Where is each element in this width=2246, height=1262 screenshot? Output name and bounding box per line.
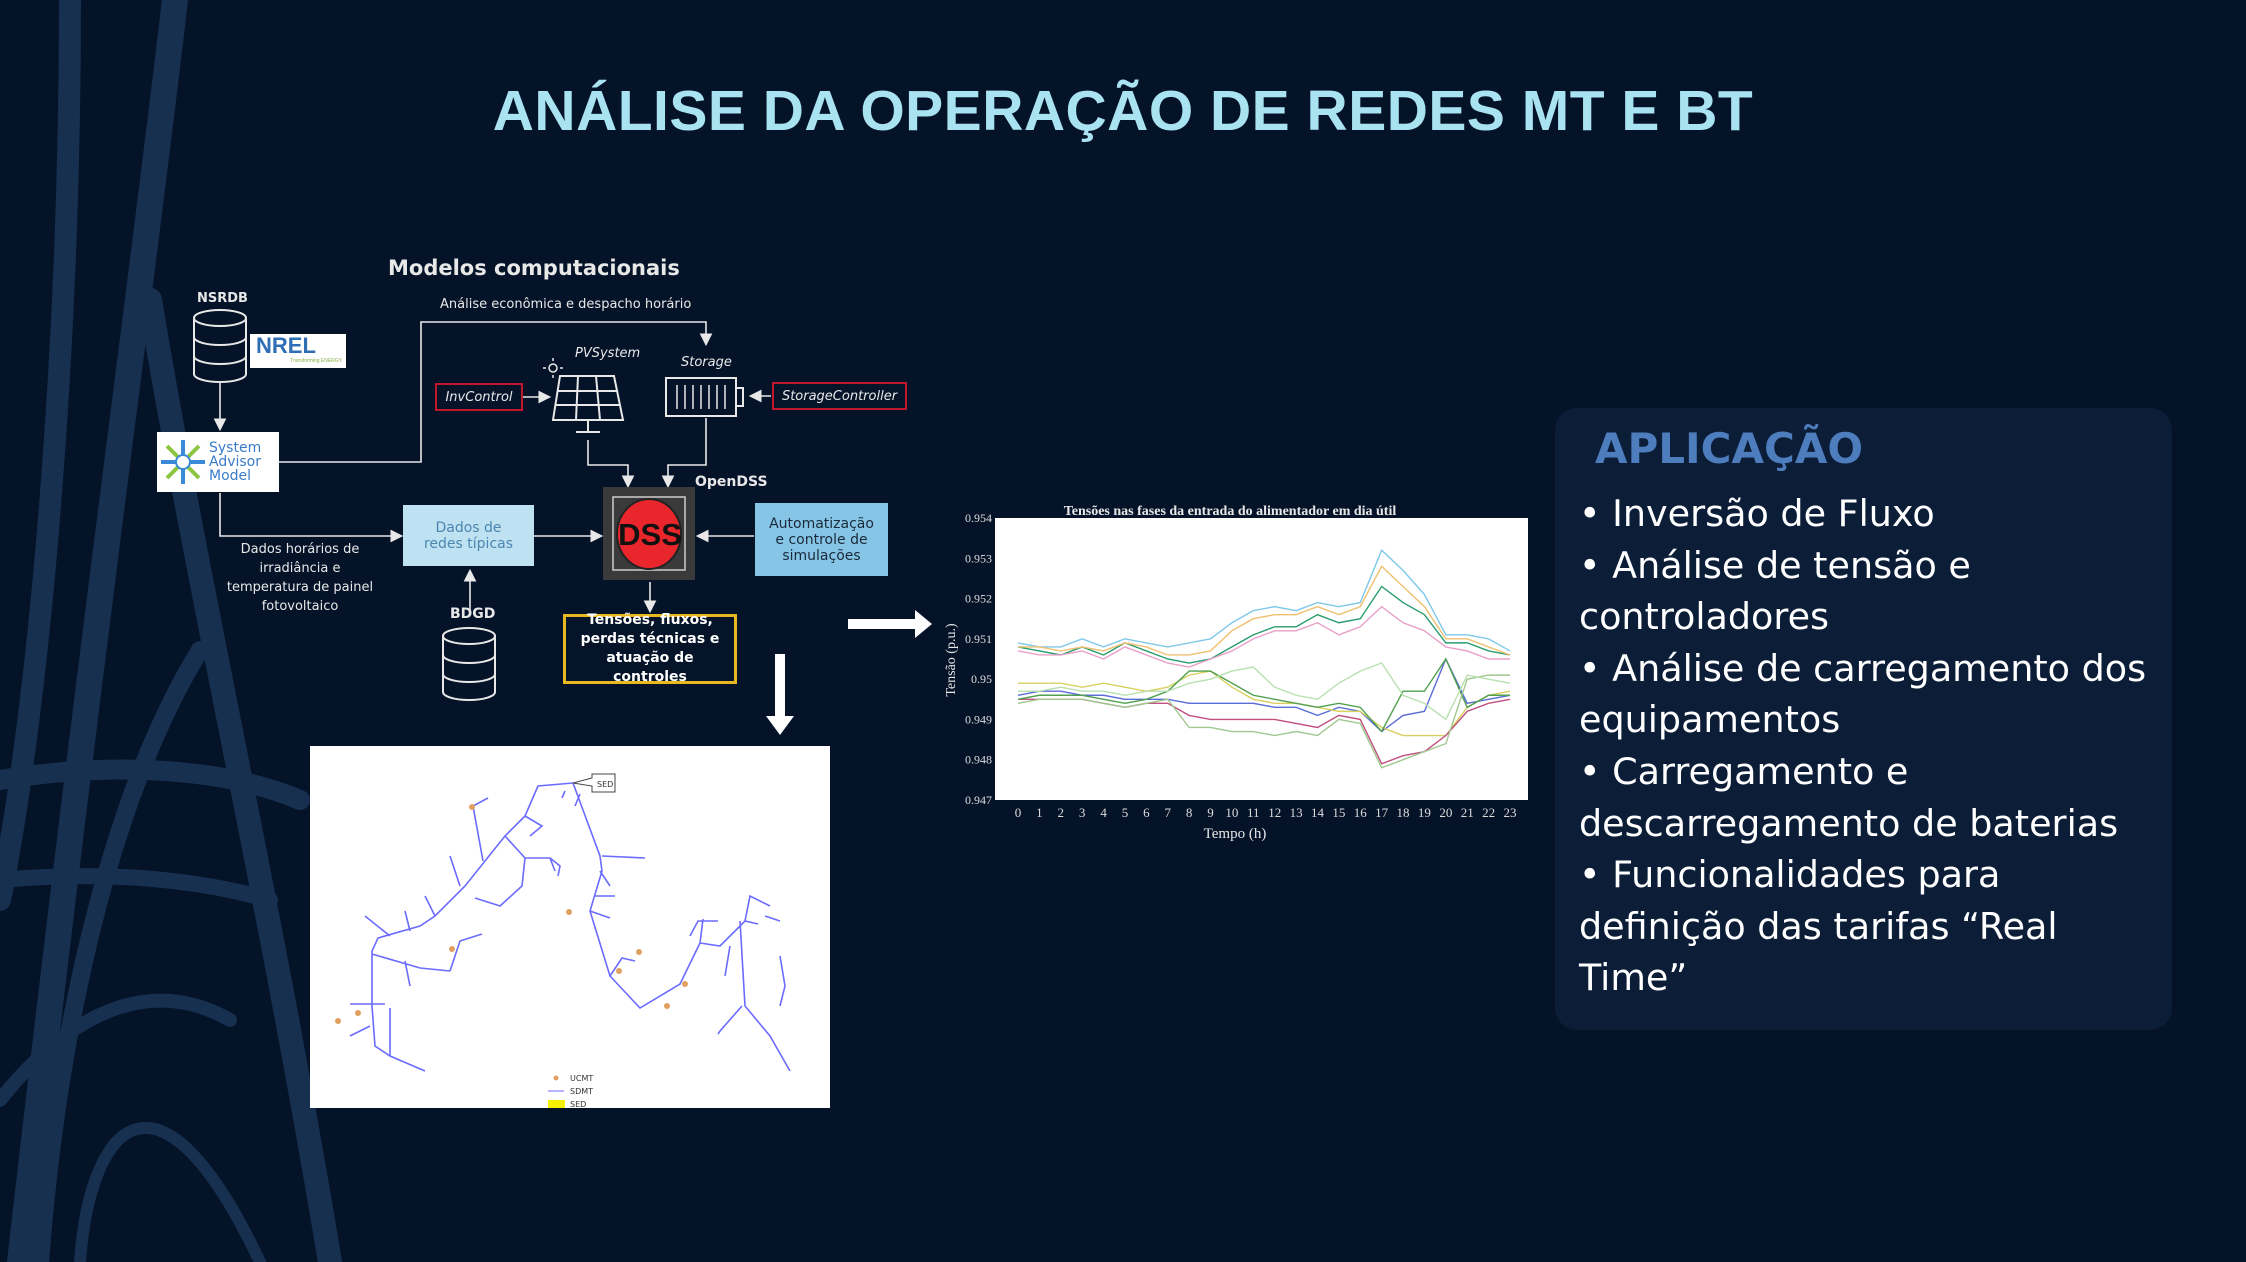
y-tick-label: 0.952: [965, 592, 992, 606]
x-tick-label: 21: [1461, 805, 1474, 820]
pvsystem-label: PVSystem: [575, 346, 641, 361]
diagram-heading: Modelos computacionais: [388, 256, 680, 280]
series-line-s9: [1017, 674, 1510, 769]
x-tick-label: 19: [1418, 805, 1431, 820]
application-title: APLICAÇÃO: [1595, 424, 1864, 473]
series-line-s4: [1018, 565, 1511, 656]
application-item: • Inversão de Fluxo: [1579, 492, 1935, 535]
nsrdb-database-icon: [193, 309, 247, 383]
application-item: • Funcionalidades para definição das tar…: [1579, 853, 2058, 1000]
solar-panel-icon: [551, 375, 625, 433]
series-line-s2: [1017, 549, 1511, 652]
x-tick-label: 2: [1058, 805, 1065, 820]
x-tick-label: 1: [1036, 805, 1043, 820]
results-box: Tensões, fluxos, perdas técnicas e atuaç…: [563, 612, 737, 685]
x-tick-label: 12: [1268, 805, 1281, 820]
x-tick-label: 5: [1122, 805, 1129, 820]
storage-label: Storage: [681, 355, 732, 370]
series-line-s5: [1017, 657, 1511, 733]
x-tick-label: 16: [1354, 805, 1368, 820]
invcontrol-box: InvControl: [435, 383, 523, 411]
x-tick-label: 6: [1143, 805, 1150, 820]
application-list: • Inversão de Fluxo • Análise de tensão …: [1579, 488, 2169, 1004]
x-tick-label: 23: [1504, 805, 1517, 820]
legend-sdmt-label: SDMT: [570, 1087, 593, 1096]
y-axis-label: Tensão (p.u.): [944, 623, 959, 697]
ucmt-points: [335, 804, 688, 1024]
legend-sed-marker: [548, 1100, 565, 1108]
plot-area: [995, 518, 1528, 800]
x-tick-label: 13: [1290, 805, 1303, 820]
x-tick-label: 15: [1332, 805, 1345, 820]
network-map: SED UCMT SDMT SED: [310, 746, 830, 1109]
typical-networks-box: Dados de redes típicas: [403, 505, 534, 566]
sam-sunburst-icon: [161, 440, 205, 484]
opendss-chip-icon: [603, 487, 695, 580]
y-tick-label: 0.947: [965, 793, 992, 807]
y-tick-label: 0.949: [965, 712, 992, 726]
x-tick-label: 10: [1225, 805, 1238, 820]
sed-callout: [572, 773, 616, 793]
bdgd-database-icon: [442, 627, 496, 701]
application-item: • Análise de tensão e controladores: [1579, 543, 1971, 639]
network-map-drawing: SED UCMT SDMT SED: [335, 773, 791, 1109]
y-tick-label: 0.951: [965, 632, 992, 646]
x-tick-label: 0: [1015, 805, 1022, 820]
x-tick-label: 9: [1207, 805, 1214, 820]
series-line-s6: [1018, 670, 1511, 737]
battery-icon: [665, 377, 744, 417]
bdgd-label: BDGD: [450, 606, 496, 622]
nrel-logo: NREL Transforming ENERGY: [250, 334, 346, 368]
nsrdb-label: NSRDB: [197, 291, 248, 306]
x-tick-label: 22: [1482, 805, 1495, 820]
series-line-s3: [1017, 605, 1510, 668]
legend-ucmt-label: UCMT: [570, 1074, 593, 1083]
economic-analysis-label: Análise econômica e despacho horário: [440, 297, 692, 312]
y-tick-label: 0.948: [965, 753, 992, 767]
voltage-chart: Tensões nas fases da entrada do alimenta…: [944, 504, 1528, 842]
x-axis-label: Tempo (h): [1204, 826, 1267, 842]
application-panel: APLICAÇÃO • Inversão de Fluxo • Análise …: [1555, 408, 2172, 1030]
x-tick-label: 20: [1439, 805, 1452, 820]
sun-icon: [543, 358, 563, 378]
x-tick-label: 11: [1247, 805, 1260, 820]
y-tick-label: 0.953: [965, 551, 992, 565]
automation-box: Automatização e controle de simulações: [755, 503, 888, 576]
x-tick-label: 17: [1375, 805, 1389, 820]
series-line-s8: [1017, 657, 1510, 733]
sed-tag: SED: [597, 780, 613, 789]
x-tick-label: 14: [1311, 805, 1325, 820]
big-arrows: [766, 610, 932, 735]
y-tick-label: 0.95: [971, 672, 992, 686]
sdmt-lines: [349, 782, 791, 1072]
page-title: ANÁLISE DA OPERAÇÃO DE REDES MT E BT: [492, 79, 1754, 143]
chart-title: Tensões nas fases da entrada do alimenta…: [1064, 504, 1397, 519]
legend-sed-label: SED: [570, 1100, 586, 1108]
x-tick-label: 18: [1397, 805, 1410, 820]
legend-ucmt-marker: [553, 1075, 559, 1081]
sam-logo: System Advisor Model: [157, 432, 279, 492]
x-tick-label: 7: [1164, 805, 1171, 820]
y-tick-label: 0.954: [965, 511, 992, 525]
application-item: • Carregamento e descarregamento de bate…: [1579, 749, 2119, 845]
x-tick-label: 8: [1186, 805, 1193, 820]
hourly-data-label: Dados horários de irradiância e temperat…: [226, 542, 374, 614]
dss-logo-text: DSS: [618, 517, 682, 552]
application-item: • Análise de carregamento dos equipament…: [1579, 646, 2147, 742]
x-tick-label: 4: [1100, 805, 1107, 820]
series-line-s10: [1018, 662, 1511, 721]
series-line-s1: [1017, 585, 1511, 664]
storagecontroller-box: StorageController: [772, 382, 907, 410]
x-tick-label: 3: [1079, 805, 1086, 820]
opendss-label: OpenDSS: [695, 474, 768, 490]
